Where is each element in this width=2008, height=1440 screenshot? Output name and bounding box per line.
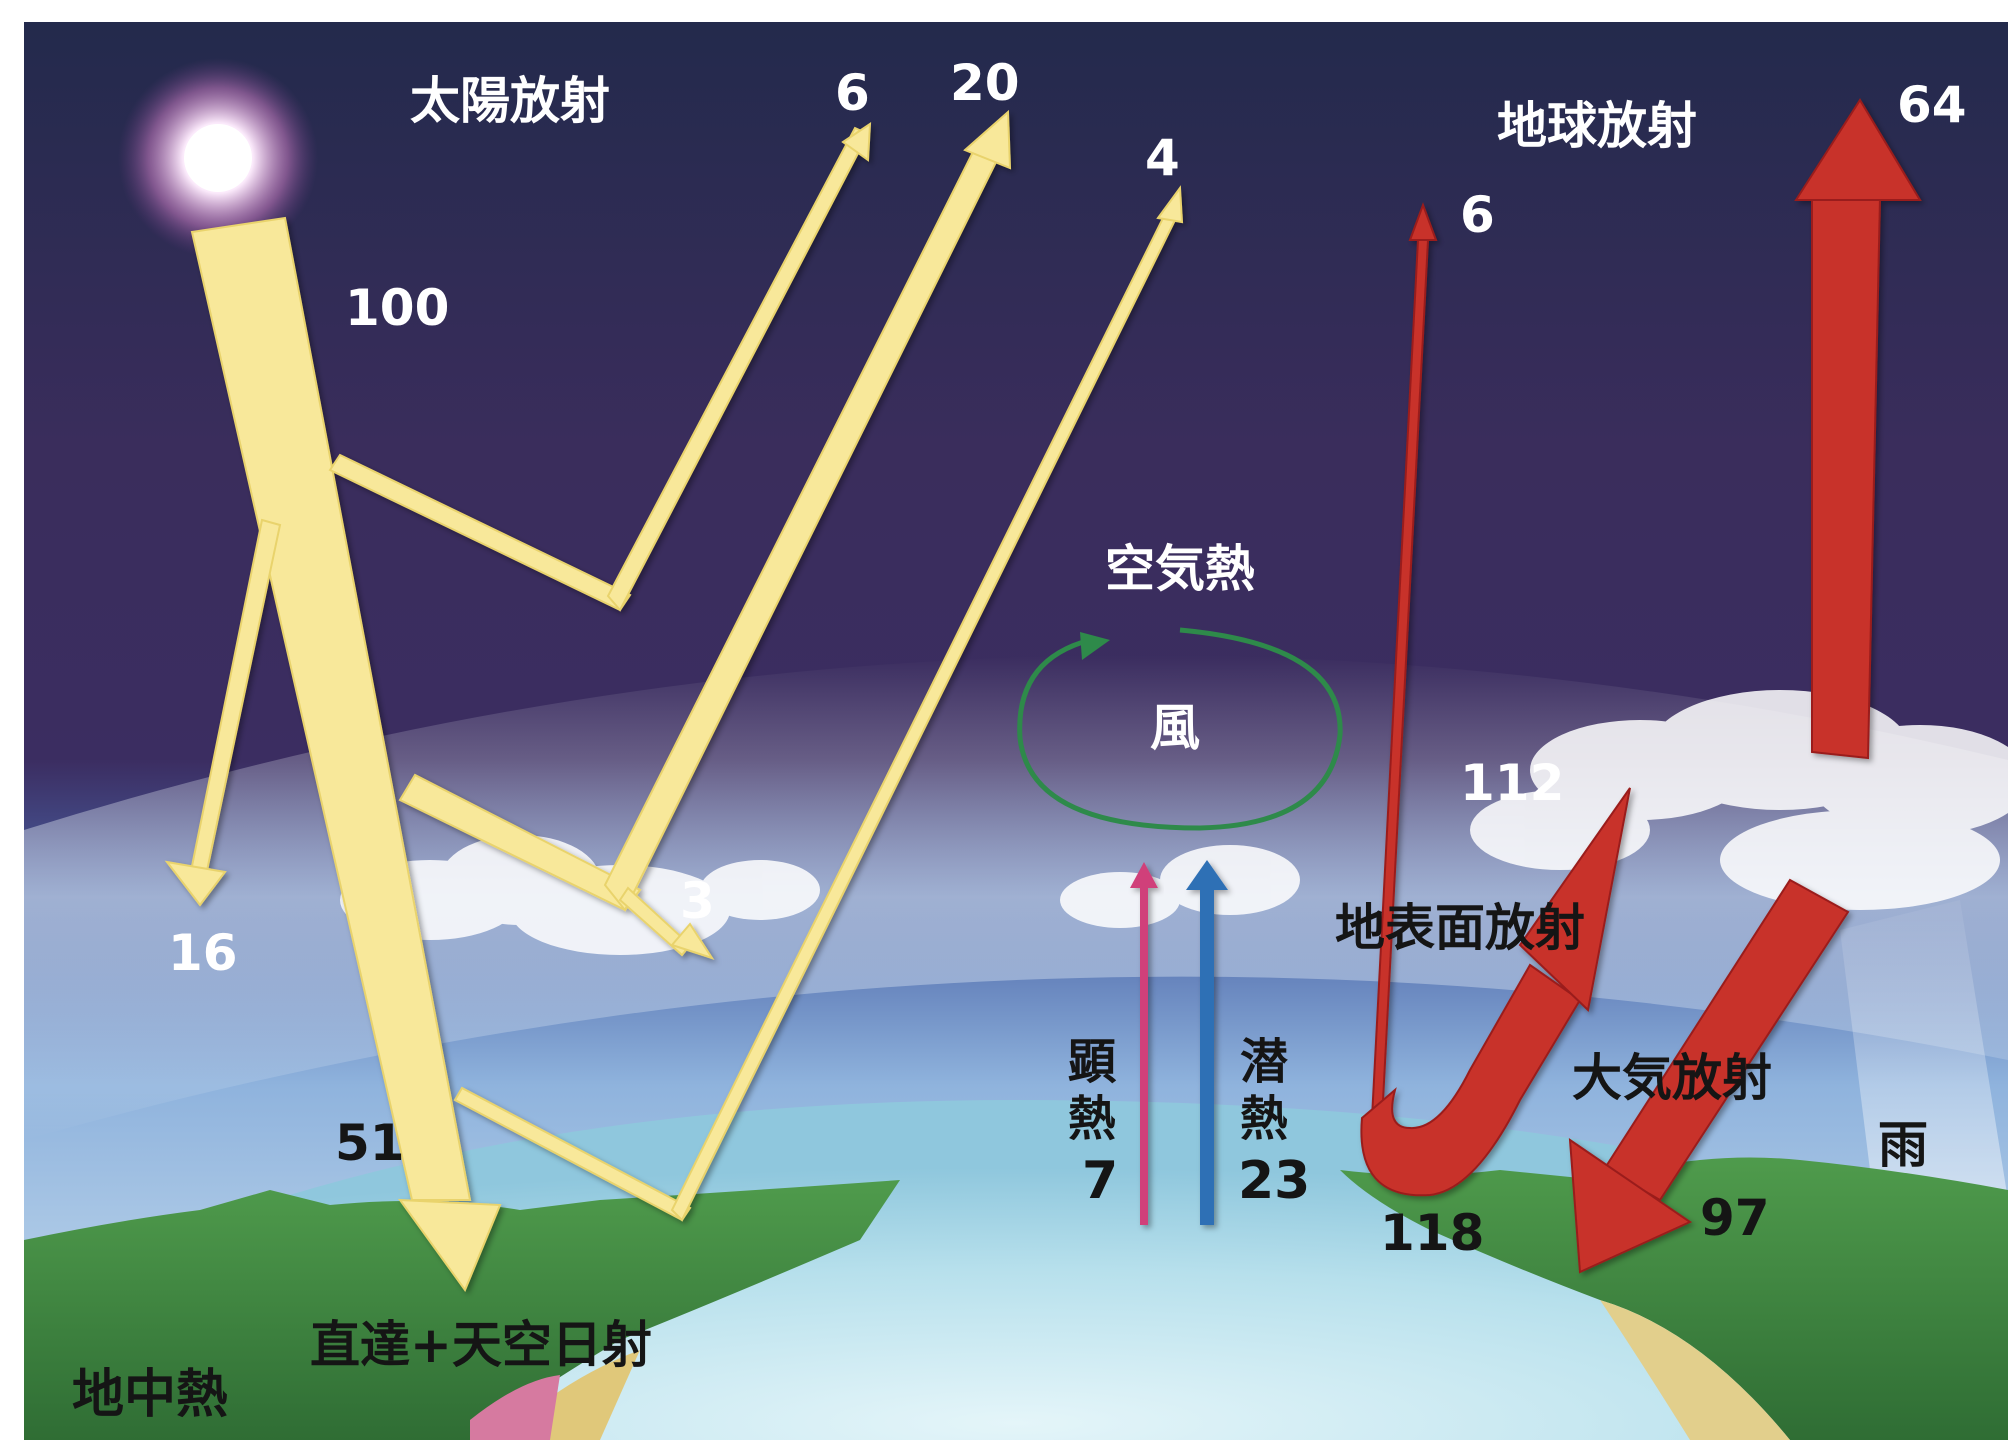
surface-emission-arrowhead <box>1518 787 1631 1012</box>
label-surface-radiation: 地表面放射 <box>1335 899 1585 957</box>
wind-circle <box>1017 627 1343 831</box>
land-right-sand <box>1600 1300 1790 1440</box>
value-surface-emitted: 112 <box>1460 754 1564 812</box>
value-reflect-surface: 4 <box>1145 129 1180 187</box>
land-left <box>24 1180 900 1440</box>
labels: 太陽放射 地球放射 空気熱 風 地表面放射 大気放射 雨 直達+天空日射 地中熱… <box>72 54 1967 1425</box>
solar-incoming-arrowhead <box>397 1198 502 1293</box>
longwave-escape-arrowhead <box>1408 202 1438 241</box>
solar-arrows <box>164 109 1184 1293</box>
label-atmospheric-radiation: 大気放射 <box>1572 1049 1772 1107</box>
value-absorbed-atmosphere: 16 <box>168 924 238 982</box>
value-back-radiation: 97 <box>1700 1189 1770 1247</box>
solar-branch-6-upper <box>606 126 870 612</box>
label-sensible-heat-1: 顕 <box>1068 1034 1117 1090</box>
solar-branch-20-lower <box>398 773 642 912</box>
sun-core <box>184 124 252 192</box>
value-longwave-escape: 6 <box>1460 186 1495 244</box>
value-sensible-heat: 7 <box>1082 1151 1118 1211</box>
value-surface-absorbed: 51 <box>335 1114 405 1172</box>
value-latent-heat: 23 <box>1238 1151 1310 1211</box>
label-geothermal: 地中熱 <box>72 1365 228 1425</box>
solar-branch-6-lower <box>328 453 632 612</box>
rain-streaks <box>1840 900 2008 1250</box>
value-absorbed-cloud: 3 <box>680 872 715 930</box>
earth-arrows <box>1360 98 1922 1274</box>
atmosphere-haze <box>24 655 2008 1140</box>
solar-arrowhead-6 <box>841 122 872 162</box>
outgoing-longwave-arrowhead <box>1794 98 1922 201</box>
label-wind: 風 <box>1150 699 1200 757</box>
label-latent-heat-2: 熱 <box>1240 1091 1288 1147</box>
label-earth-radiation: 地球放射 <box>1497 97 1697 155</box>
latent-heat-arrow <box>1186 860 1228 1225</box>
land-left-pink <box>470 1375 560 1440</box>
solar-incoming-beam <box>190 216 472 1201</box>
label-latent-heat-1: 潜 <box>1240 1034 1288 1090</box>
value-surface-total: 118 <box>1380 1204 1484 1262</box>
label-solar-radiation: 太陽放射 <box>410 72 610 130</box>
sensible-heat-arrow <box>1130 862 1158 1225</box>
back-radiation-shaft <box>1603 878 1850 1202</box>
outgoing-longwave-shaft <box>1811 197 1882 760</box>
value-outgoing-longwave: 64 <box>1897 76 1967 134</box>
label-rain: 雨 <box>1878 1116 1928 1174</box>
label-sensible-heat-2: 熱 <box>1068 1091 1116 1147</box>
value-reflect-upper: 6 <box>835 64 870 122</box>
back-radiation-arrowhead <box>1568 1137 1693 1274</box>
surface-emission-uturn <box>1360 963 1582 1197</box>
solar-arrowhead-20 <box>963 109 1012 170</box>
solar-branch-4-lower <box>453 1086 692 1222</box>
solar-arrowhead-3 <box>670 922 715 960</box>
solar-arrowhead-16 <box>164 860 227 907</box>
label-direct-plus-sky: 直達+天空日射 <box>310 1316 652 1374</box>
label-air-heat: 空気熱 <box>1105 540 1255 598</box>
land-right <box>1340 1157 2008 1440</box>
value-reflect-cloud: 20 <box>950 54 1020 112</box>
solar-arrowhead-4 <box>1156 185 1184 224</box>
value-solar-in: 100 <box>345 279 449 337</box>
